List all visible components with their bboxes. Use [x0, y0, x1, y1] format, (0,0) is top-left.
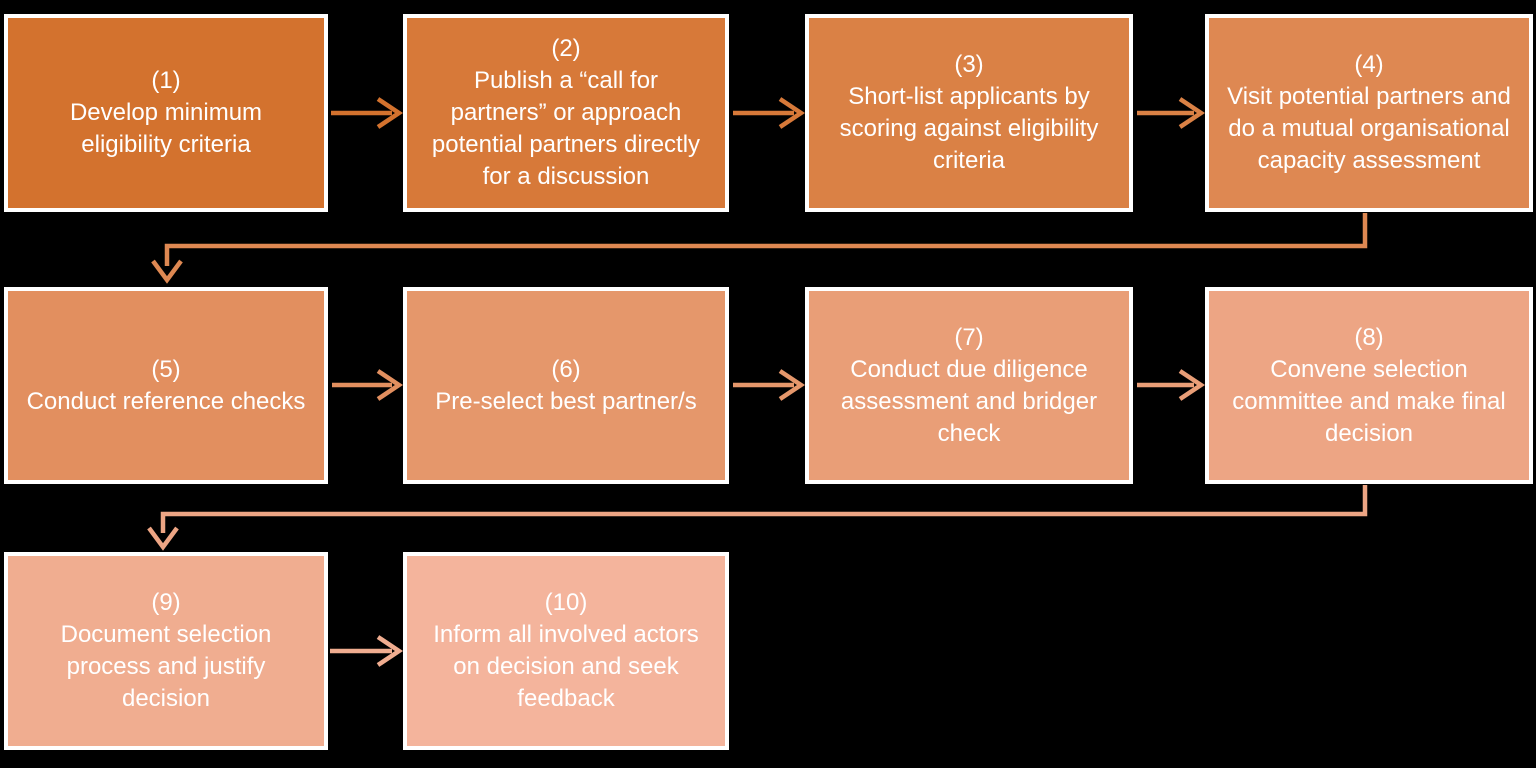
step-number: (10)	[544, 589, 588, 616]
arrow-step3-step4-icon	[1137, 97, 1206, 129]
flow-step-7: (7) Conduct due diligence assessment and…	[805, 287, 1133, 484]
flow-step-9: (9) Document selection process and justi…	[4, 552, 328, 750]
step-label: Conduct due diligence assessment and bri…	[840, 355, 1098, 447]
step-label: Inform all involved actors on decision a…	[433, 621, 699, 712]
flow-step-1: (1) Develop minimum eligibility criteria	[4, 14, 328, 212]
step-label: Pre-select best partner/s	[435, 387, 697, 415]
step-number: (5)	[151, 355, 181, 383]
step-label: Convene selection committee and make fin…	[1232, 355, 1506, 447]
elbow-step4-step5-icon	[151, 213, 1368, 284]
elbow-step8-step9-icon	[147, 485, 1368, 551]
flow-step-6: (6) Pre-select best partner/s	[403, 287, 729, 484]
flow-step-5: (5) Conduct reference checks	[4, 287, 328, 484]
step-number: (9)	[151, 589, 181, 616]
step-number: (7)	[954, 323, 984, 351]
arrow-step5-step6-icon	[332, 369, 404, 401]
step-number: (2)	[551, 35, 581, 62]
step-number: (8)	[1354, 323, 1384, 351]
arrow-step9-step10-icon	[330, 635, 404, 667]
step-number: (4)	[1354, 51, 1384, 78]
arrow-step7-step8-icon	[1137, 369, 1206, 401]
flow-step-2: (2) Publish a “call for partners” or app…	[403, 14, 729, 212]
step-label: Visit potential partners and do a mutual…	[1227, 83, 1511, 174]
flow-step-3: (3) Short-list applicants by scoring aga…	[805, 14, 1133, 212]
arrow-step1-step2-icon	[331, 97, 404, 129]
flow-step-4: (4) Visit potential partners and do a mu…	[1205, 14, 1533, 212]
step-number: (1)	[151, 67, 181, 94]
step-label: Conduct reference checks	[26, 387, 306, 415]
step-label: Document selection process and justify d…	[60, 621, 272, 712]
step-label: Publish a “call for partners” or approac…	[431, 67, 701, 190]
arrow-step6-step7-icon	[733, 369, 806, 401]
flow-step-8: (8) Convene selection committee and make…	[1205, 287, 1533, 484]
step-label: Develop minimum eligibility criteria	[69, 99, 263, 158]
step-label: Short-list applicants by scoring against…	[839, 83, 1099, 174]
arrow-step2-step3-icon	[733, 97, 806, 129]
step-number: (6)	[551, 355, 581, 383]
step-number: (3)	[954, 51, 984, 78]
flow-step-10: (10) Inform all involved actors on decis…	[403, 552, 729, 750]
